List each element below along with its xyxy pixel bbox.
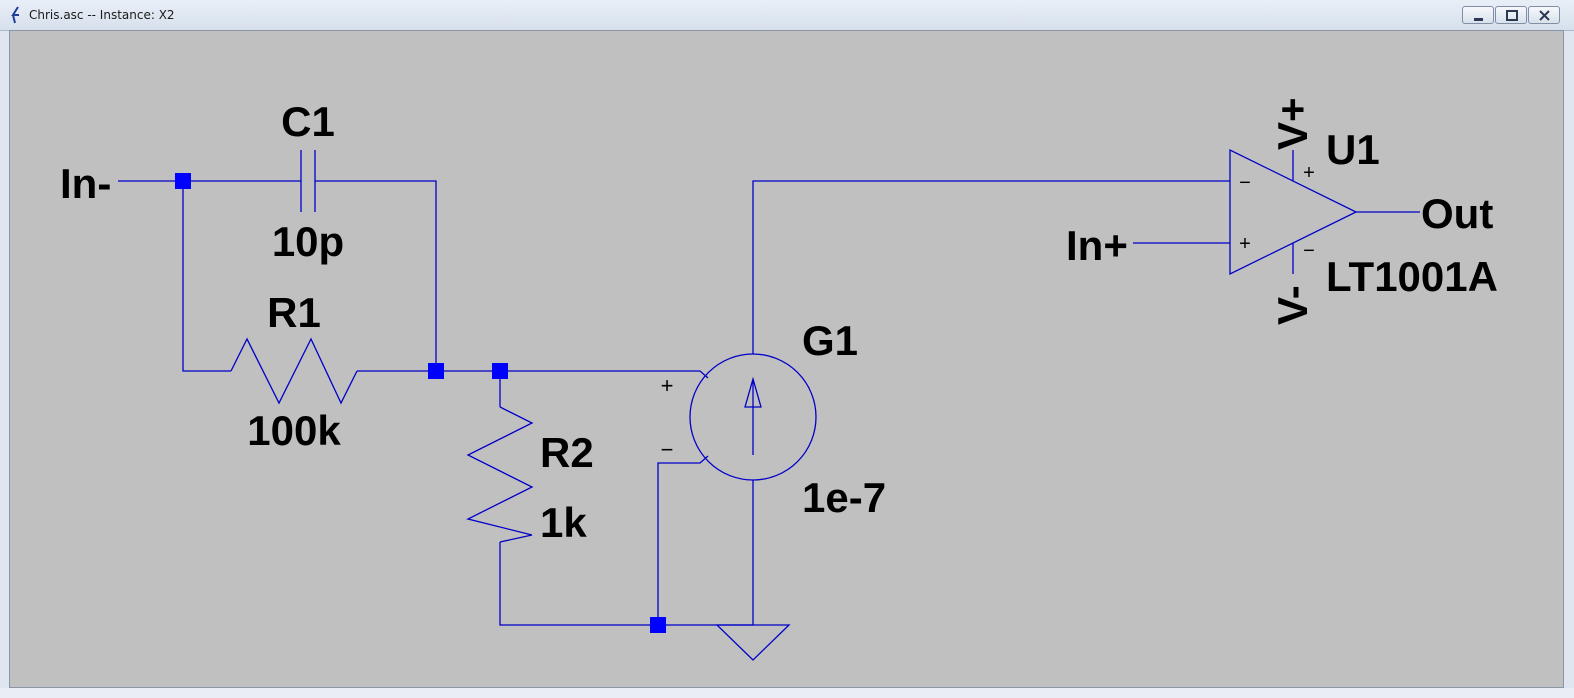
maximize-icon xyxy=(1506,10,1518,21)
junction xyxy=(175,173,191,189)
resistor-r2[interactable] xyxy=(466,406,534,543)
wire-g1-top[interactable] xyxy=(752,180,1230,354)
schematic-canvas[interactable] xyxy=(9,30,1564,688)
bottom-strip xyxy=(0,688,1574,698)
window-title: Chris.asc -- Instance: X2 xyxy=(29,8,175,22)
u1-value-label[interactable]: LT1001A xyxy=(1326,253,1498,300)
g1-minus-mark: − xyxy=(661,437,674,462)
g1-value-label[interactable]: 1e-7 xyxy=(802,474,886,521)
c1-name-label[interactable]: C1 xyxy=(281,98,335,145)
u1-supply-plus-mark: + xyxy=(1303,162,1315,184)
wire-g1-minus[interactable] xyxy=(657,455,709,625)
current-source-g1[interactable] xyxy=(689,353,817,481)
opamp-u1[interactable] xyxy=(1229,148,1358,276)
junction xyxy=(428,363,444,379)
g1-name-label[interactable]: G1 xyxy=(802,317,858,364)
wires xyxy=(118,180,1420,626)
junction xyxy=(650,617,666,633)
u1-supply-minus-mark: − xyxy=(1303,240,1315,262)
junction xyxy=(492,363,508,379)
wire-c1-right[interactable] xyxy=(315,180,437,371)
ground-symbol[interactable] xyxy=(715,624,791,661)
r1-name-label[interactable]: R1 xyxy=(267,289,321,336)
minimize-icon xyxy=(1474,18,1483,21)
net-label-in-minus[interactable]: In- xyxy=(60,160,111,207)
c1-value-label[interactable]: 10p xyxy=(272,218,344,265)
maximize-button[interactable] xyxy=(1495,6,1527,24)
u1-name-label[interactable]: U1 xyxy=(1326,126,1380,173)
r2-name-label[interactable]: R2 xyxy=(540,429,594,476)
minimize-button[interactable] xyxy=(1462,6,1494,24)
u1-vplus-label[interactable]: V+ xyxy=(1269,97,1316,150)
r1-value-label[interactable]: 100k xyxy=(247,407,341,454)
close-button[interactable] xyxy=(1528,6,1560,24)
u1-in-minus-mark: − xyxy=(1239,172,1251,194)
net-label-out[interactable]: Out xyxy=(1421,190,1493,237)
junctions xyxy=(175,173,666,633)
close-icon xyxy=(1539,10,1550,21)
g1-plus-mark: + xyxy=(661,373,674,398)
wire-r2-bottom[interactable] xyxy=(499,542,658,626)
u1-in-plus-mark: + xyxy=(1239,233,1251,255)
u1-vminus-label[interactable]: V- xyxy=(1269,285,1316,325)
r2-value-label[interactable]: 1k xyxy=(540,499,587,546)
ltspice-app-icon xyxy=(11,6,19,24)
wire-r1-left[interactable] xyxy=(182,181,231,372)
resistor-r1[interactable] xyxy=(230,337,358,405)
net-label-in-plus[interactable]: In+ xyxy=(1066,222,1128,269)
wire-to-g1-plus[interactable] xyxy=(500,370,709,379)
capacitor-c1[interactable] xyxy=(300,150,316,212)
